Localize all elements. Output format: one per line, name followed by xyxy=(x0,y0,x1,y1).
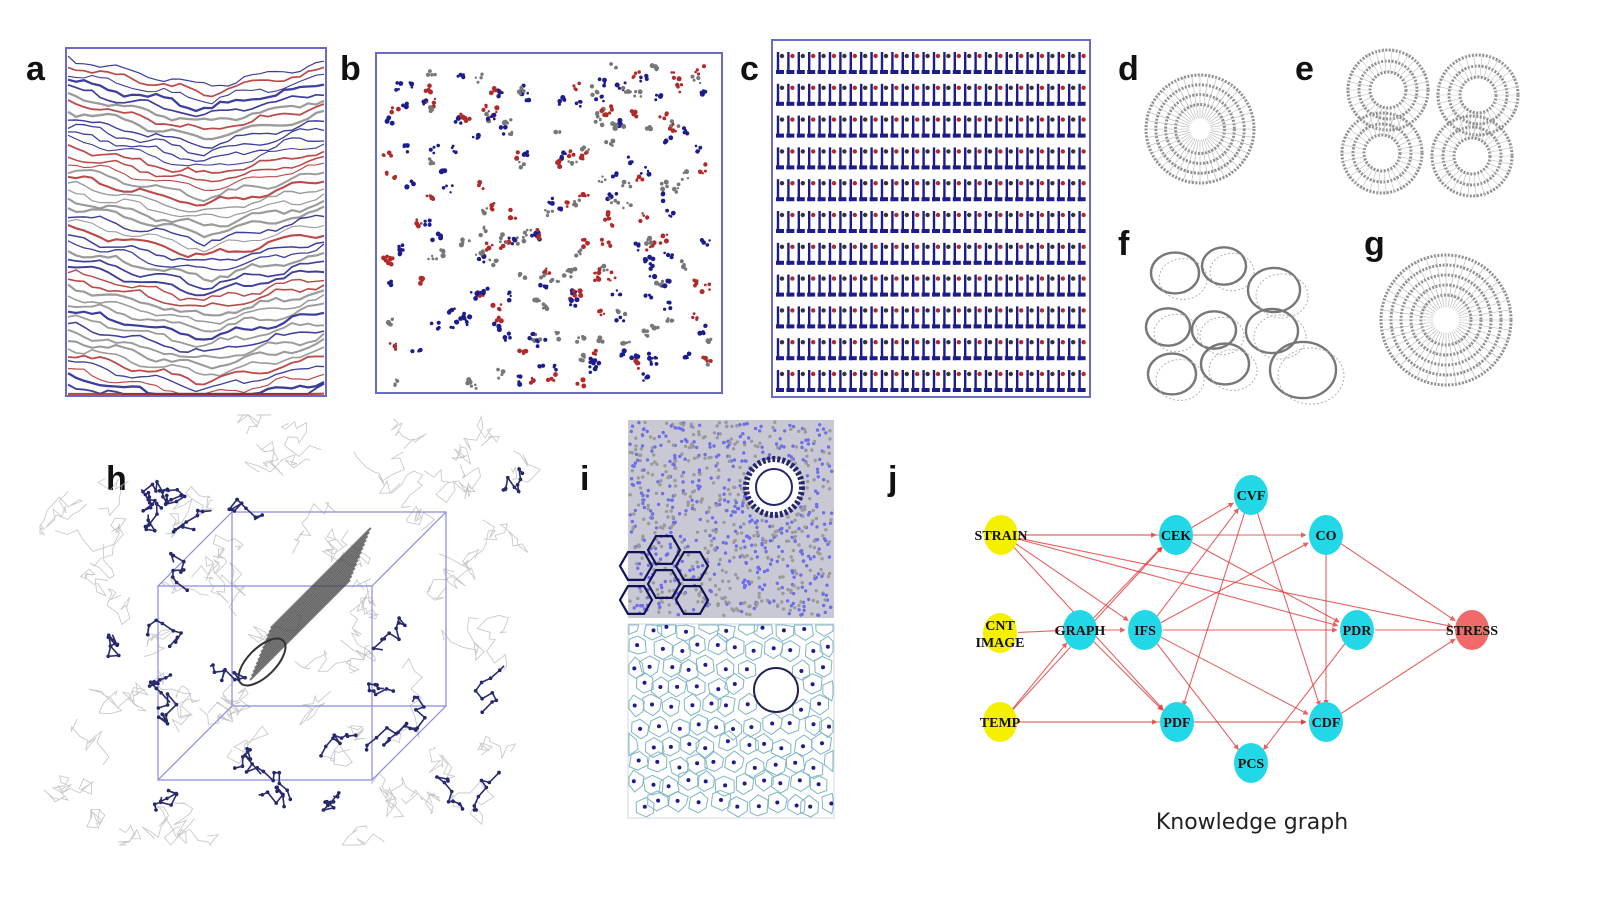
kg-node-pcs: PCS xyxy=(1234,743,1268,783)
kg-node-label: CDF xyxy=(1312,716,1341,731)
kg-node-label: CVF xyxy=(1237,489,1266,504)
kg-node-label: PDR xyxy=(1343,624,1373,639)
panel-f-scattered-tubes xyxy=(1144,246,1345,405)
kg-node-stress: STRESS xyxy=(1446,610,1498,650)
panel-letter-e: e xyxy=(1295,50,1314,88)
panel-letter-d: d xyxy=(1118,50,1139,88)
kg-node-label: PCS xyxy=(1238,757,1265,772)
kg-node-strain: STRAIN xyxy=(975,515,1028,555)
kg-node-temp: TEMP xyxy=(980,702,1021,742)
kg-node-label: CO xyxy=(1316,529,1337,544)
kg-node-label: STRAIN xyxy=(975,529,1028,544)
panel-i-particle-field xyxy=(618,420,835,819)
panel-j-knowledge-graph: STRAIN CNT IMAGE TEMP GRAPH IFS CEK CVF CO PDR PDF… xyxy=(975,475,1498,835)
panel-e-curled-nanotubes xyxy=(1340,48,1520,198)
kg-node-label-2: IMAGE xyxy=(976,636,1025,651)
panel-a-layered-chains xyxy=(65,47,327,397)
knowledge-graph-caption: Knowledge graph xyxy=(1156,810,1348,835)
kg-node-label: PDF xyxy=(1163,716,1190,731)
panel-c-ordered-lattice xyxy=(771,39,1091,398)
kg-node-label: CNT xyxy=(985,619,1015,634)
kg-node-cvf: CVF xyxy=(1234,475,1268,515)
panel-letter-i: i xyxy=(580,460,589,498)
panel-g-multiwall-tube xyxy=(1379,253,1513,387)
kg-node-label: TEMP xyxy=(980,716,1021,731)
kg-node-co: CO xyxy=(1309,515,1343,555)
kg-node-label: GRAPH xyxy=(1055,624,1106,639)
panel-letter-g: g xyxy=(1364,225,1385,263)
panel-letter-c: c xyxy=(740,50,759,88)
panel-letter-a: a xyxy=(26,50,46,88)
panel-b-scattered-molecules xyxy=(375,52,723,394)
kg-node-graph: GRAPH xyxy=(1055,610,1106,650)
kg-node-label: IFS xyxy=(1134,624,1156,639)
kg-node-pdr: PDR xyxy=(1340,610,1374,650)
panel-letter-f: f xyxy=(1118,225,1130,263)
kg-node-ifs: IFS xyxy=(1128,610,1162,650)
kg-node-cdf: CDF xyxy=(1309,702,1343,742)
panel-letter-j: j xyxy=(887,460,897,498)
kg-node-pdf: PDF xyxy=(1160,702,1194,742)
panel-letter-h: h xyxy=(106,460,127,498)
kg-node-cek: CEK xyxy=(1159,515,1193,555)
panel-letter-b: b xyxy=(340,50,361,88)
kg-node-label: STRESS xyxy=(1446,624,1498,639)
panel-d-nested-nanotube xyxy=(1144,73,1256,185)
panel-h-simulation-box xyxy=(39,414,541,846)
kg-node-label: CEK xyxy=(1161,529,1191,544)
kg-node-cnt: CNT IMAGE xyxy=(976,613,1025,653)
